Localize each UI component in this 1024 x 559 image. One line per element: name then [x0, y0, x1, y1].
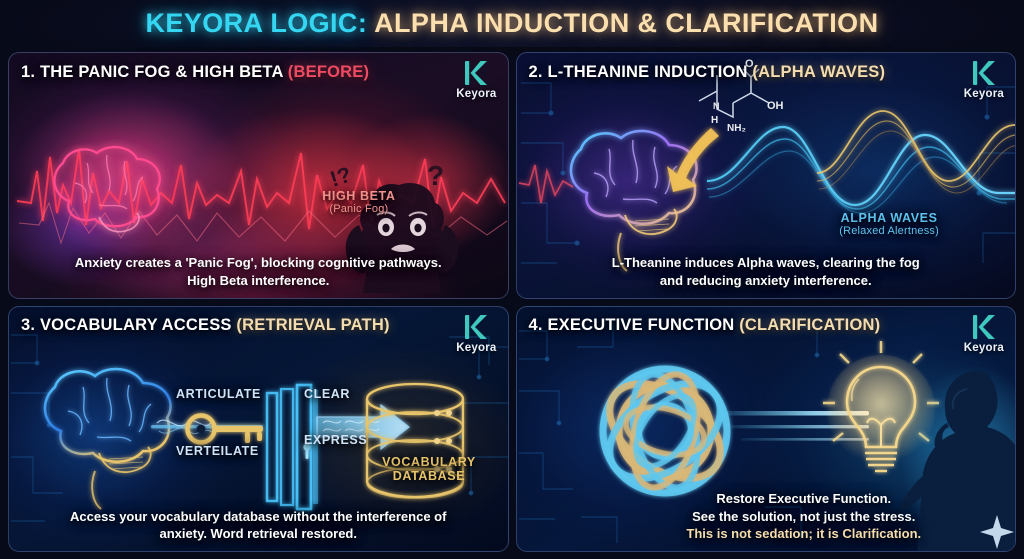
panel-3-label-articulate: ARTICULATE — [176, 386, 261, 401]
panel-1-label-sub: (Panic Fog) — [329, 203, 389, 215]
panel-3-header: 3. VOCABULARY ACCESS (RETRIEVAL PATH) — [9, 307, 508, 345]
panel-2-brand-logo[interactable]: Keyora — [964, 59, 1004, 100]
panel-3-label-express: EXPRESS — [304, 432, 368, 447]
clarification-scene-icon — [518, 322, 1016, 552]
glowing-brain-icon — [569, 129, 698, 272]
database-cylinder-icon — [365, 382, 465, 499]
panel-vocabulary-access[interactable]: 3. VOCABULARY ACCESS (RETRIEVAL PATH) Ke… — [8, 305, 509, 552]
atom-label-N: N — [713, 101, 720, 111]
panel-l-theanine-induction[interactable]: H N NH₂ O OH — [515, 52, 1016, 299]
panel-3-caption-line-2: anxiety. Word retrieval restored. — [159, 526, 357, 542]
panel-4-number: 4. — [528, 316, 543, 334]
alpha-induction-scene-icon: H N NH₂ O OH — [518, 58, 1016, 272]
question-mark: ? — [427, 160, 444, 191]
atom-label-H: H — [711, 115, 718, 126]
pointing-person-silhouette-icon — [882, 364, 1016, 552]
panel-4-header: 4. EXECUTIVE FUNCTION (CLARIFICATION) — [517, 307, 1016, 345]
panel-4-caption-line-1: Restore Executive Function. — [716, 490, 892, 506]
smooth-alpha-wave-icon — [706, 110, 1016, 214]
panel-3-caption: Access your vocabulary database without … — [9, 508, 508, 543]
panel-2-header: 2. L-THEANINE INDUCTION (ALPHA WAVES) — [517, 53, 1016, 91]
panel-3-label-clear: CLEAR — [304, 386, 351, 401]
panel-3-title-accent: (RETRIEVAL PATH) — [236, 316, 390, 334]
anxious-person-silhouette-icon: !? ? — [327, 160, 459, 293]
title-brand-part: KEYORA LOGIC: — [145, 8, 368, 38]
circuit-trace-icon — [520, 82, 1016, 264]
panel-2-label-alpha-waves: ALPHA WAVES (Relaxed Alertness) — [839, 211, 939, 237]
panel-1-title-main: THE PANIC FOG & HIGH BETA — [39, 62, 283, 81]
panel-4-artwork — [517, 307, 1016, 552]
panel-2-caption-line-1: L-Theanine induces Alpha waves, clearing… — [611, 255, 920, 271]
panel-1-artwork: !? ? — [9, 53, 508, 298]
panel-1-title-accent: (BEFORE) — [287, 62, 370, 81]
panel-4-title-accent: (CLARIFICATION) — [739, 316, 881, 334]
panel-4-brand-logo[interactable]: Keyora — [964, 313, 1004, 354]
glowing-brain-icon — [43, 367, 172, 510]
panel-2-number: 2. — [528, 62, 543, 81]
atom-label-OH: OH — [767, 100, 784, 112]
panel-4-caption: Restore Executive Function. See the solu… — [517, 490, 1016, 543]
panel-3-db-label-line-1: VOCABULARY — [382, 454, 476, 469]
panel-4-title: 4. EXECUTIVE FUNCTION (CLARIFICATION) — [529, 316, 881, 335]
open-door-portal-icon — [265, 383, 318, 510]
panel-1-brand-name: Keyora — [456, 88, 497, 100]
panel-3-label-verteilate: VERTEILATE — [176, 443, 259, 458]
panel-4-caption-line-2: See the solution, not just the stress. — [692, 508, 916, 524]
panel-1-caption: Anxiety creates a 'Panic Fog', blocking … — [9, 254, 508, 289]
panel-1-brand-logo[interactable]: Keyora — [456, 59, 496, 100]
residual-beta-wave-icon — [518, 164, 573, 204]
gold-key-icon — [185, 412, 263, 445]
vocabulary-retrieval-scene-icon — [11, 334, 508, 521]
l-theanine-molecule-icon: H N NH₂ O OH — [698, 58, 784, 134]
keyora-k-logo-icon — [465, 61, 488, 85]
panel-panic-fog[interactable]: !? ? 1. THE PANIC FOG & HIGH BETA (BEFOR… — [8, 52, 509, 299]
sparkle-icon — [979, 514, 1014, 549]
page-title: KEYORA LOGIC: ALPHA INDUCTION & CLARIFIC… — [146, 8, 879, 39]
panel-4-title-main: EXECUTIVE FUNCTION — [547, 316, 735, 334]
panel-1-label-main: HIGH BETA — [322, 189, 396, 203]
panel-1-number: 1. — [21, 62, 36, 81]
circuit-trace-icon — [518, 322, 819, 543]
keyora-k-logo-icon — [972, 61, 995, 85]
keyora-k-logo-icon — [972, 314, 995, 339]
atom-label-O: O — [745, 58, 754, 70]
panel-3-title: 3. VOCABULARY ACCESS (RETRIEVAL PATH) — [21, 316, 390, 335]
title-subject-part: ALPHA INDUCTION & CLARIFICATION — [374, 8, 879, 38]
panel-1-title: 1. THE PANIC FOG & HIGH BETA (BEFORE) — [21, 63, 369, 82]
panel-3-caption-line-1: Access your vocabulary database without … — [70, 508, 447, 524]
panel-4-brand-name: Keyora — [963, 341, 1004, 354]
panel-3-label-vocabulary-database: VOCABULARY DATABASE — [364, 455, 494, 483]
panel-3-artwork — [9, 307, 508, 552]
panic-fog-scene-icon: !? ? — [9, 91, 508, 298]
panel-3-number: 3. — [21, 316, 36, 334]
keyora-k-logo-icon — [465, 314, 488, 339]
panel-3-title-main: VOCABULARY ACCESS — [39, 316, 232, 334]
panel-1-caption-line-2: High Beta interference. — [187, 272, 330, 288]
atom-label-NH2: NH₂ — [727, 123, 746, 134]
panel-2-artwork: H N NH₂ O OH — [517, 53, 1016, 298]
panel-grid: !? ? 1. THE PANIC FOG & HIGH BETA (BEFOR… — [8, 52, 1016, 552]
panel-executive-function[interactable]: 4. EXECUTIVE FUNCTION (CLARIFICATION) Ke… — [515, 305, 1016, 552]
panel-1-label-high-beta: HIGH BETA (Panic Fog) — [322, 189, 395, 215]
panel-2-title: 2. L-THEANINE INDUCTION (ALPHA WAVES) — [529, 63, 886, 82]
panel-2-brand-name: Keyora — [963, 88, 1004, 100]
panel-2-caption-line-2: and reducing anxiety interference. — [659, 272, 872, 288]
panel-1-caption-line-1: Anxiety creates a 'Panic Fog', blocking … — [74, 255, 442, 271]
panel-2-title-accent: (ALPHA WAVES) — [752, 62, 886, 81]
panel-2-title-main: L-THEANINE INDUCTION — [547, 62, 748, 81]
panel-2-label-sub: (Relaxed Alertness) — [839, 225, 939, 237]
panel-4-caption-line-3: This is not sedation; it is Clarificatio… — [686, 526, 922, 542]
tangled-knot-icon — [599, 365, 730, 496]
gold-down-arrow-icon — [666, 128, 719, 192]
panel-3-brand-name: Keyora — [456, 341, 497, 354]
page-header: KEYORA LOGIC: ALPHA INDUCTION & CLARIFIC… — [0, 0, 1024, 47]
panel-1-header: 1. THE PANIC FOG & HIGH BETA (BEFORE) — [9, 53, 508, 91]
panel-3-db-label-line-2: DATABASE — [392, 468, 466, 483]
panel-3-brand-logo[interactable]: Keyora — [456, 313, 496, 354]
panel-2-caption: L-Theanine induces Alpha waves, clearing… — [517, 254, 1016, 289]
panel-2-label-main: ALPHA WAVES — [840, 211, 938, 225]
glowing-brain-icon — [53, 143, 171, 233]
